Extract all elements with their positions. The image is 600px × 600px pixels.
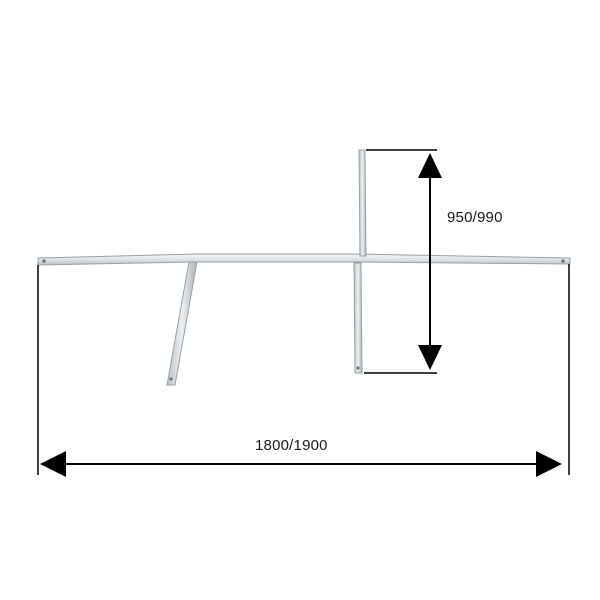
width-dimension-label: 1800/1900: [255, 437, 328, 454]
lower-post-hole: [356, 366, 360, 370]
angled-leg-hole: [169, 377, 173, 381]
rail-end-hole-left: [42, 259, 46, 263]
height-dimension-label: 950/990: [447, 209, 503, 226]
height-arrow-up: [418, 153, 442, 178]
height-dimension: [364, 149, 442, 374]
height-arrow-down: [418, 345, 442, 370]
angled-leg: [166, 261, 198, 386]
width-arrow-right: [536, 451, 562, 477]
horizontal-rail: [37, 253, 571, 266]
rail-end-hole-right: [561, 259, 565, 263]
upper-post: [358, 149, 367, 257]
lower-post: [353, 262, 363, 374]
width-arrow-left: [40, 451, 66, 477]
width-dimension: [37, 264, 570, 477]
